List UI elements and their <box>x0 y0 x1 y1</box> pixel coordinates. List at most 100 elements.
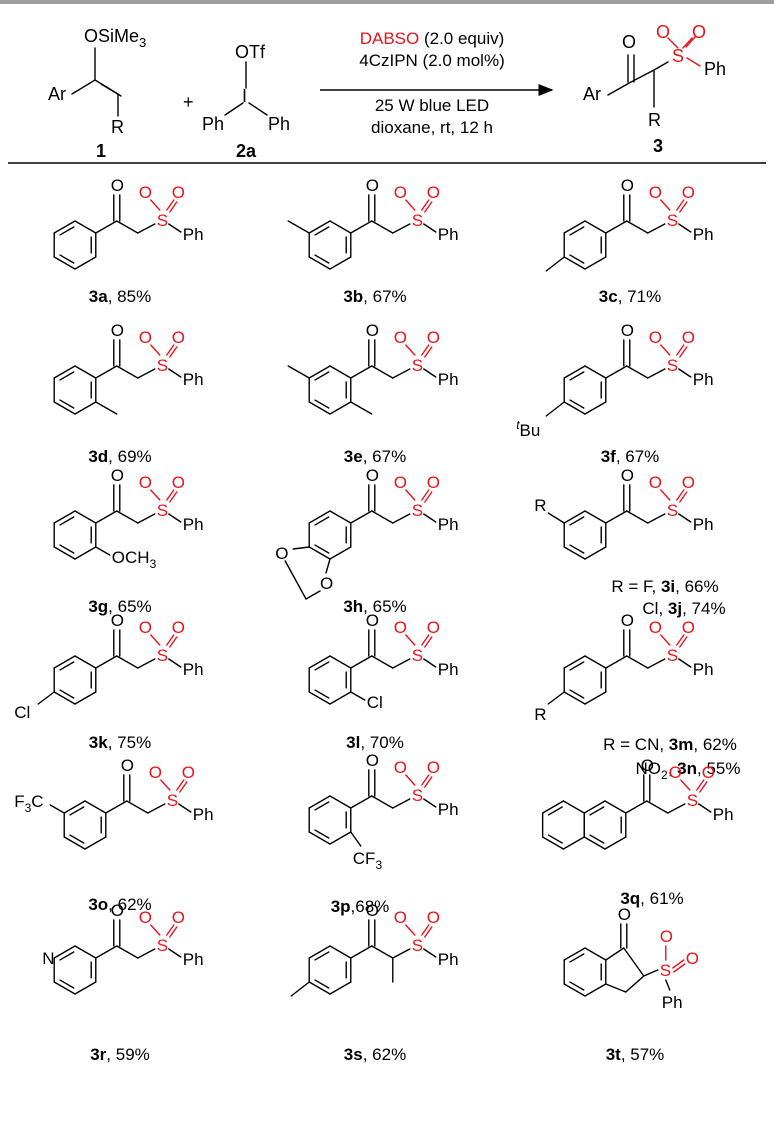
svg-text:S: S <box>157 646 168 665</box>
svg-text:O: O <box>172 183 185 202</box>
svg-text:R: R <box>648 110 661 130</box>
svg-text:Cl, 3j, 74%: Cl, 3j, 74% <box>642 599 725 618</box>
svg-text:O: O <box>622 32 636 52</box>
svg-text:OSiMe3: OSiMe3 <box>84 26 146 50</box>
svg-text:O: O <box>394 183 407 202</box>
svg-text:S: S <box>167 791 178 810</box>
svg-text:O: O <box>649 328 662 347</box>
svg-text:S: S <box>412 646 423 665</box>
svg-text:Ar: Ar <box>583 84 601 104</box>
svg-text:3s, 62%: 3s, 62% <box>344 1045 406 1064</box>
reaction-conditions: DABSO (2.0 equiv) 4CzIPN (2.0 mol%) 25 W… <box>320 29 554 137</box>
svg-text:Ph: Ph <box>193 805 214 824</box>
svg-text:3p,68%: 3p,68% <box>331 897 390 916</box>
svg-text:3q, 61%: 3q, 61% <box>620 889 683 908</box>
svg-text:R: R <box>534 496 546 515</box>
svg-text:tBu: tBu <box>516 418 540 440</box>
reactant-1-label: 1 <box>96 141 106 161</box>
svg-text:S: S <box>672 46 684 66</box>
svg-text:O: O <box>111 176 124 195</box>
svg-text:O: O <box>172 473 185 492</box>
svg-text:O: O <box>427 183 440 202</box>
svg-text:3l, 70%: 3l, 70% <box>346 733 404 752</box>
svg-text:O: O <box>111 321 124 340</box>
svg-text:O: O <box>660 927 673 946</box>
svg-text:O: O <box>111 466 124 485</box>
svg-text:I: I <box>242 86 247 106</box>
svg-text:F3C: F3C <box>14 792 43 815</box>
svg-text:O: O <box>139 618 152 637</box>
svg-text:O: O <box>669 763 682 782</box>
svg-text:S: S <box>667 646 678 665</box>
svg-text:O: O <box>649 183 662 202</box>
svg-text:R = CN, 3m, 62%: R = CN, 3m, 62% <box>603 735 737 754</box>
svg-text:Ph: Ph <box>438 370 459 389</box>
svg-text:O: O <box>702 763 715 782</box>
svg-text:O: O <box>682 183 695 202</box>
svg-text:Ph: Ph <box>202 114 224 134</box>
svg-text:Ph: Ph <box>438 660 459 679</box>
svg-text:R: R <box>111 117 124 137</box>
svg-text:Ph: Ph <box>438 950 459 969</box>
svg-text:S: S <box>412 936 423 955</box>
svg-text:3d, 69%: 3d, 69% <box>88 447 151 466</box>
top-border <box>0 0 774 4</box>
svg-text:Ph: Ph <box>693 515 714 534</box>
svg-text:O: O <box>394 758 407 777</box>
svg-text:Ph: Ph <box>713 805 734 824</box>
svg-text:Ph: Ph <box>268 114 290 134</box>
svg-text:Ph: Ph <box>183 225 204 244</box>
svg-text:S: S <box>412 501 423 520</box>
svg-text:Ph: Ph <box>662 993 683 1012</box>
svg-text:O: O <box>682 473 695 492</box>
product-label: 3 <box>653 136 663 156</box>
svg-text:Ph: Ph <box>183 515 204 534</box>
svg-text:O: O <box>111 901 124 920</box>
svg-text:Ph: Ph <box>438 515 459 534</box>
svg-text:O: O <box>649 473 662 492</box>
svg-text:O: O <box>172 618 185 637</box>
svg-text:Ph: Ph <box>438 800 459 819</box>
svg-text:dioxane, rt, 12 h: dioxane, rt, 12 h <box>371 118 493 137</box>
svg-text:3b, 67%: 3b, 67% <box>343 287 406 306</box>
svg-text:O: O <box>182 763 195 782</box>
svg-text:O: O <box>121 756 134 775</box>
svg-text:3o, 62%: 3o, 62% <box>88 895 151 914</box>
svg-text:NO2, 3n, 55%: NO2, 3n, 55% <box>636 759 741 782</box>
svg-text:S: S <box>667 211 678 230</box>
svg-text:O: O <box>686 949 699 968</box>
svg-text:3t, 57%: 3t, 57% <box>606 1045 665 1064</box>
svg-text:Ph: Ph <box>693 660 714 679</box>
svg-text:O: O <box>172 328 185 347</box>
svg-text:R: R <box>534 705 546 724</box>
svg-text:S: S <box>667 356 678 375</box>
svg-text:O: O <box>621 611 634 630</box>
svg-text:OCH3: OCH3 <box>112 548 157 571</box>
svg-text:O: O <box>682 618 695 637</box>
svg-text:O: O <box>139 183 152 202</box>
svg-text:S: S <box>157 936 168 955</box>
svg-text:DABSO (2.0 equiv): DABSO (2.0 equiv) <box>360 29 505 48</box>
svg-text:O: O <box>139 328 152 347</box>
svg-text:Ar: Ar <box>48 84 66 104</box>
svg-text:O: O <box>427 328 440 347</box>
svg-text:O: O <box>394 473 407 492</box>
svg-text:Cl: Cl <box>14 703 30 722</box>
svg-text:O: O <box>149 763 162 782</box>
svg-text:Ph: Ph <box>438 225 459 244</box>
svg-text:O: O <box>656 22 670 42</box>
